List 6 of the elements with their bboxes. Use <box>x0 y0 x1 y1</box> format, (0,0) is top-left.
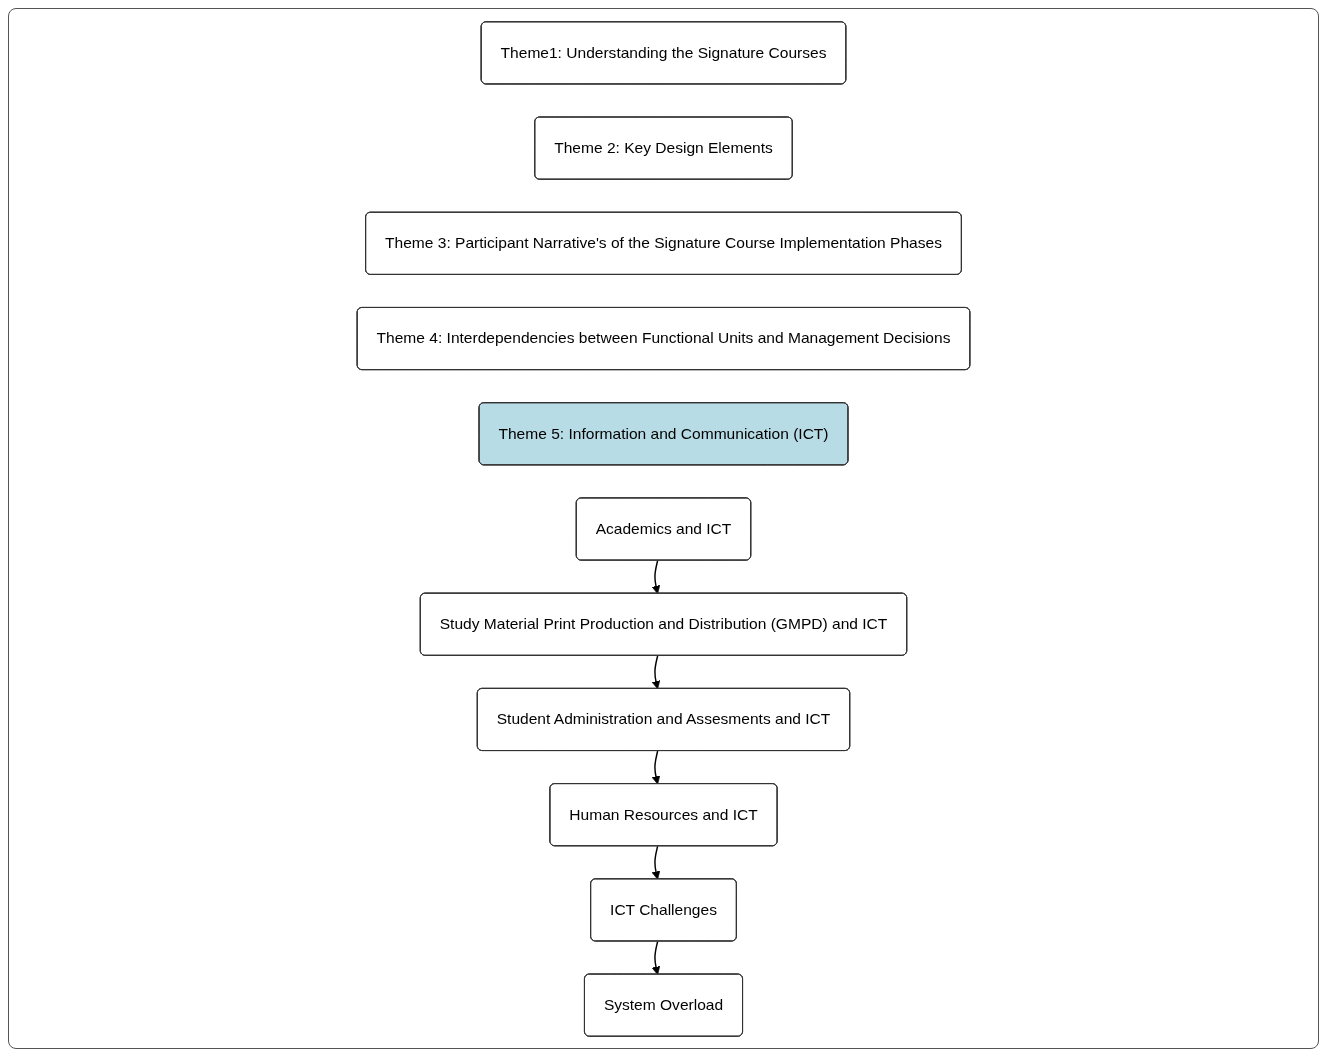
arrow <box>651 654 661 689</box>
arrow <box>651 559 661 594</box>
arrow <box>651 845 661 880</box>
arrow <box>651 940 661 975</box>
diagram-frame: Theme1: Understanding the Signature Courses Theme 2: Key Design Elements Theme 3: Participant Narrative's of the Signature Course Implementation Phases Theme 4: Interdependencies between Functional Units and Management Decisions Theme 5: Information and Communication (ICT) Academics and ICT Study Material Print Production and Distribution (GMPD) and ICT Student Administration and Assesments and ICT Human Resources and ICT ICT Challenges System Overload <box>8 8 1319 1049</box>
arrow <box>651 749 661 784</box>
